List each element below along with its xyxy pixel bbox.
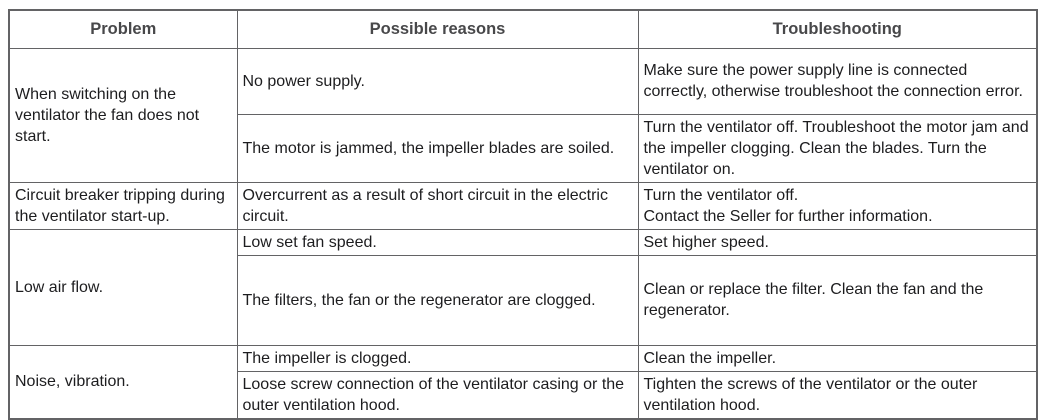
fix-cell-clean-replace-filter: Clean or replace the filter. Clean the f… bbox=[637, 254, 1038, 346]
reason-cell-low-fan-speed: Low set fan speed. bbox=[236, 228, 639, 256]
reason-cell-no-power-supply: No power supply. bbox=[236, 47, 639, 115]
table-row: The filters, the fan or the regenerator … bbox=[9, 254, 1038, 346]
fix-cell-contact-seller: Turn the ventilator off. Contact the Sel… bbox=[637, 181, 1038, 230]
fix-cell-tighten-screws: Tighten the screws of the ventilator or … bbox=[637, 370, 1038, 419]
problem-cell-noise-vibration: Noise, vibration. bbox=[8, 344, 238, 419]
problem-cell-fan-does-not-start: When switching on the ventilator the fan… bbox=[8, 47, 238, 183]
problem-cell-low-air-flow: Low air flow. bbox=[8, 228, 238, 346]
column-header-troubleshooting: Troubleshooting bbox=[637, 9, 1038, 49]
fix-cell-set-higher-speed: Set higher speed. bbox=[637, 228, 1038, 256]
reason-cell-overcurrent: Overcurrent as a result of short circuit… bbox=[236, 181, 639, 230]
reason-cell-filters-clogged: The filters, the fan or the regenerator … bbox=[236, 254, 639, 346]
troubleshooting-table: Problem Possible reasons Troubleshooting… bbox=[8, 9, 1038, 420]
fix-cell-clean-blades: Turn the ventilator off. Troubleshoot th… bbox=[637, 113, 1038, 183]
table-row: When switching on the ventilator the fan… bbox=[8, 47, 1038, 183]
problem-cell-circuit-breaker: Circuit breaker tripping during the vent… bbox=[8, 181, 238, 230]
fix-cell-check-power-supply: Make sure the power supply line is conne… bbox=[637, 47, 1038, 115]
table-row: Loose screw connection of the ventilator… bbox=[9, 370, 1038, 419]
column-header-problem: Problem bbox=[8, 9, 238, 49]
reason-cell-impeller-clogged: The impeller is clogged. bbox=[236, 344, 639, 372]
table-row: Noise, vibration. The impeller is clogge… bbox=[8, 344, 1038, 419]
table-header-row: Problem Possible reasons Troubleshooting bbox=[8, 9, 1038, 49]
table-row: Low air flow. Low set fan speed. Set hig… bbox=[8, 228, 1038, 346]
reason-cell-loose-screws: Loose screw connection of the ventilator… bbox=[236, 370, 639, 419]
table-row: Circuit breaker tripping during the vent… bbox=[8, 181, 1038, 230]
reason-cell-motor-jammed: The motor is jammed, the impeller blades… bbox=[236, 113, 639, 183]
column-header-possible-reasons: Possible reasons bbox=[236, 9, 639, 49]
fix-cell-clean-impeller: Clean the impeller. bbox=[637, 344, 1038, 372]
table-row: The motor is jammed, the impeller blades… bbox=[9, 113, 1038, 183]
